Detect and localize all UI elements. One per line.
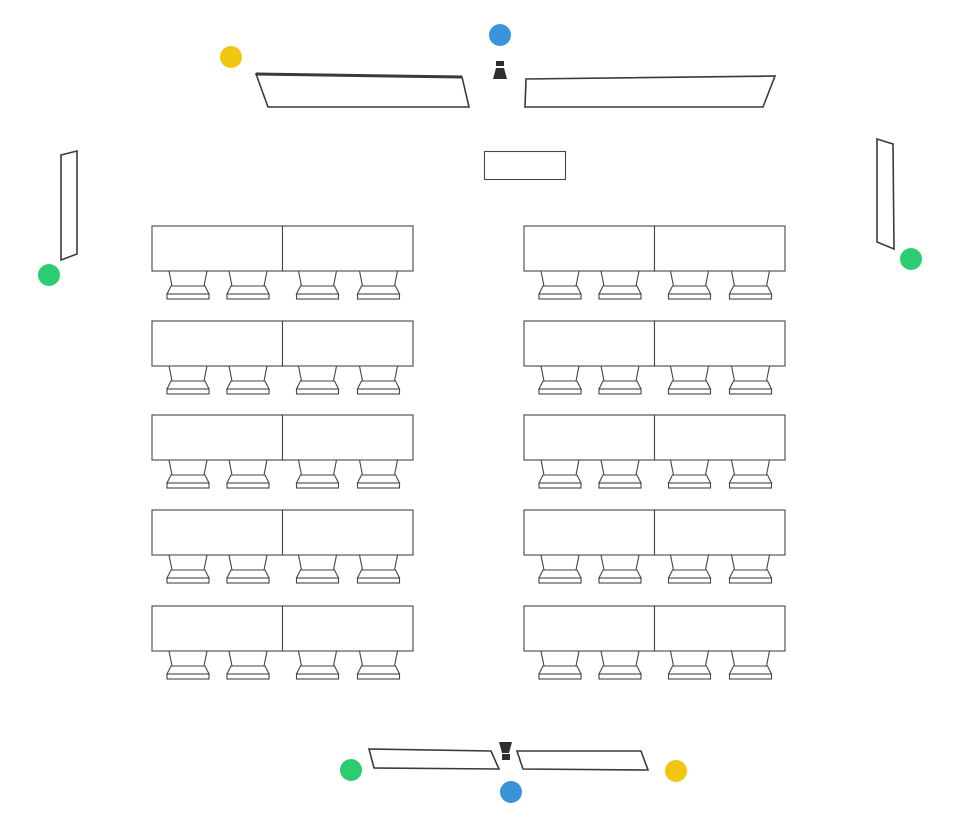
table-section-left <box>151 225 414 680</box>
desk <box>151 509 284 556</box>
chair <box>295 459 340 489</box>
chair <box>538 365 582 395</box>
chair <box>538 650 582 680</box>
chair <box>728 270 773 300</box>
table-row-4 <box>151 509 414 584</box>
chair <box>295 365 340 395</box>
chair <box>356 554 401 584</box>
chair <box>226 554 270 584</box>
marker-left-green <box>38 264 60 286</box>
marker-bottom-yellow <box>665 760 687 782</box>
chair <box>598 650 642 680</box>
chair <box>667 270 712 300</box>
desk <box>653 605 786 652</box>
desk <box>523 225 656 272</box>
chair <box>538 270 582 300</box>
table-section-right <box>523 225 786 680</box>
screen-top-left <box>254 73 471 108</box>
chair <box>667 650 712 680</box>
marker-top-blue <box>489 24 511 46</box>
chair <box>598 554 642 584</box>
screen-bottom-left <box>367 748 501 770</box>
chair <box>166 365 210 395</box>
marker-bottom-green <box>340 759 362 781</box>
chair <box>667 459 712 489</box>
table-row-5 <box>151 605 414 680</box>
lectern <box>483 150 567 181</box>
table-row-3 <box>523 414 786 489</box>
screen-top-right <box>524 75 777 108</box>
chair <box>728 650 773 680</box>
desk <box>653 320 786 367</box>
chair <box>667 554 712 584</box>
chair <box>598 365 642 395</box>
desk <box>653 225 786 272</box>
desk <box>523 320 656 367</box>
chair <box>295 270 340 300</box>
marker-bottom-blue <box>500 781 522 803</box>
chair <box>728 554 773 584</box>
screen-top-left-edge <box>255 72 463 79</box>
chair <box>356 270 401 300</box>
desk <box>523 414 656 461</box>
chair <box>356 459 401 489</box>
seating-area <box>151 225 786 680</box>
chair <box>226 650 270 680</box>
chair <box>295 554 340 584</box>
table-row-5 <box>523 605 786 680</box>
chair <box>226 365 270 395</box>
screen-right <box>876 137 895 251</box>
table-row-3 <box>151 414 414 489</box>
chair <box>356 365 401 395</box>
projector-top-icon <box>493 61 507 79</box>
top-screens <box>254 72 777 108</box>
marker-top-yellow <box>220 46 242 68</box>
chair <box>166 554 210 584</box>
desk <box>281 414 414 461</box>
chair <box>538 459 582 489</box>
chair <box>226 459 270 489</box>
marker-right-green <box>900 248 922 270</box>
chair <box>598 270 642 300</box>
desk <box>151 605 284 652</box>
chair <box>166 270 210 300</box>
chair <box>166 459 210 489</box>
chair <box>356 650 401 680</box>
chair <box>166 650 210 680</box>
bottom-screens <box>367 748 650 771</box>
desk <box>281 509 414 556</box>
screen-bottom-right <box>515 750 650 771</box>
table-row-1 <box>523 225 786 300</box>
desk <box>653 414 786 461</box>
table-row-2 <box>523 320 786 395</box>
desk <box>653 509 786 556</box>
screen-left <box>60 149 78 262</box>
desk <box>281 225 414 272</box>
chair <box>538 554 582 584</box>
table-row-1 <box>151 225 414 300</box>
chair <box>728 365 773 395</box>
desk <box>523 605 656 652</box>
desk <box>151 225 284 272</box>
chair <box>295 650 340 680</box>
chair <box>728 459 773 489</box>
chair <box>226 270 270 300</box>
table-row-2 <box>151 320 414 395</box>
desk <box>151 414 284 461</box>
markers <box>38 24 922 803</box>
chair <box>598 459 642 489</box>
table-row-4 <box>523 509 786 584</box>
chair <box>667 365 712 395</box>
desk <box>281 320 414 367</box>
projector-bottom-icon <box>499 742 512 760</box>
desk <box>281 605 414 652</box>
desk <box>523 509 656 556</box>
desk <box>151 320 284 367</box>
